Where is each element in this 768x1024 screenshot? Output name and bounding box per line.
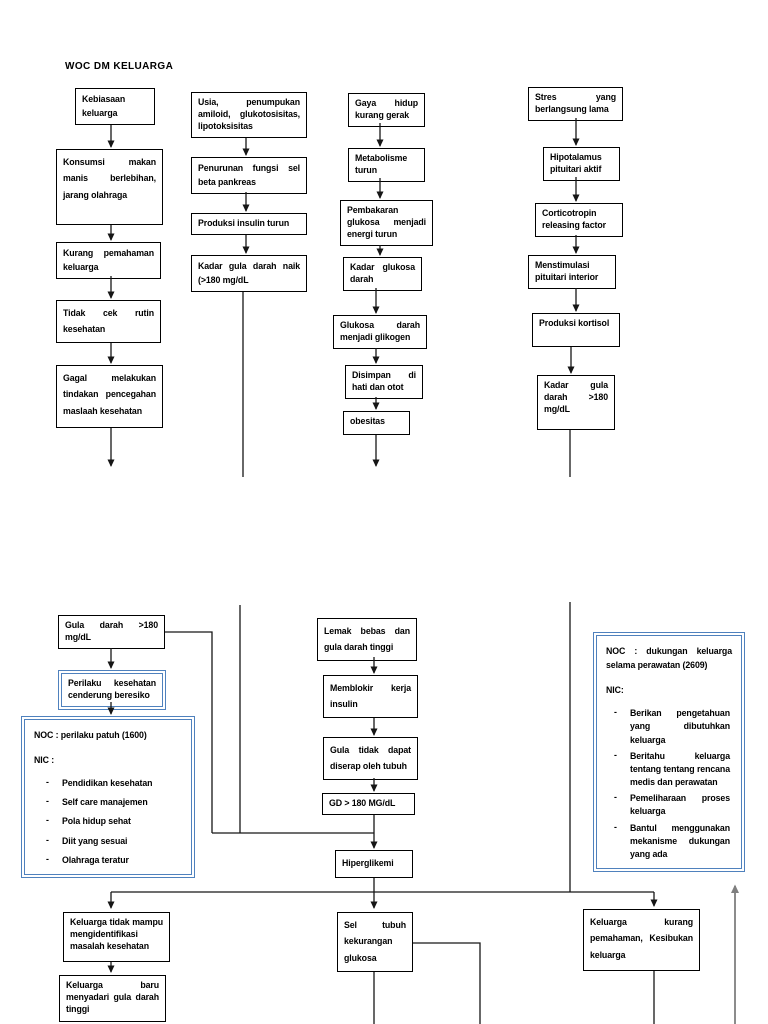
nic-left-label: NIC : [34,755,55,766]
noc-left-title: NOC : perilaku patuh (1600) [34,730,147,740]
flow-box-disimpan-hati-otot: Disimpan di hati dan otot [345,365,423,399]
nic-left-list: - Pendidikan kesehatan - Self care manaj… [34,777,182,867]
noc-box-perilaku-patuh: NOC : perilaku patuh (1600) NIC : - Pend… [21,716,195,878]
flow-box-stres-lama: Stres yang berlangsung lama [528,87,623,121]
flow-box-sel-tubuh-kekurangan: Sel tubuh kekurangan glukosa [337,912,413,972]
flow-box-hipotalamus-pituitari: Hipotalamus pituitari aktif [543,147,620,181]
flow-box-metabolisme-turun: Metabolisme turun [348,148,425,182]
nic-right-list: - Berikan pengetahuan yang dibutuhkan ke… [606,707,732,861]
dash-bullet: - [614,792,617,803]
page-title: WOC DM KELUARGA [65,61,174,72]
list-item: - Pendidikan kesehatan [34,777,182,790]
dash-bullet: - [614,707,617,718]
flow-box-kurang-pemahaman-keluarga: Kurang pemahaman keluarga [56,242,161,280]
flow-box-keluarga-kurang-pemahaman: Keluarga kurang pemahaman, Kesibukan kel… [583,909,700,971]
flow-box-kadar-gula-180: Kadar gula darah >180 mg/dL [537,375,615,430]
dash-bullet: - [46,853,49,864]
list-item: - Pola hidup sehat [34,815,182,828]
dash-bullet: - [46,815,49,826]
flow-box-produksi-kortisol: Produksi kortisol [532,313,620,347]
dash-bullet: - [46,777,49,788]
list-item: - Diit yang sesuai [34,835,182,848]
list-item: - Bantul menggunakan mekanisme dukungan … [606,822,732,862]
list-item: - Pemeliharaan proses keluarga [606,792,732,818]
list-item: - Olahraga teratur [34,854,182,867]
list-item: - Self care manajemen [34,796,182,809]
flow-box-menstimulasi-pituitari: Menstimulasi pituitari interior [528,255,616,289]
flow-box-gula-tidak-diserap: Gula tidak dapat diserap oleh tubuh [323,737,418,780]
flow-box-perilaku-kesehatan-beresiko: Perilaku kesehatan cenderung beresiko [58,670,166,710]
flow-box-keluarga-tidak-mampu: Keluarga tidak mampu mengidentifikasi ma… [63,912,170,962]
flow-box-corticotropin: Corticotropin releasing factor [535,203,623,237]
flow-box-gula-darah-180: Gula darah >180 mg/dL [58,615,165,649]
nic-right-label: NIC: [606,685,624,696]
flow-box-lemak-bebas: Lemak bebas dan gula darah tinggi [317,618,417,661]
noc-box-dukungan-keluarga: NOC : dukungan keluarga selama perawatan… [593,632,745,872]
flow-box-keluarga-baru-menyadari: Keluarga baru menyadari gula darah tingg… [59,975,166,1022]
flow-box-produksi-insulin-turun: Produksi insulin turun [191,213,307,235]
flow-box-usia-amiloid: Usia, penumpukan amiloid, glukotosisitas… [191,92,307,138]
flow-box-konsumsi-makan-manis: Konsumsi makan manis berlebihan, jarang … [56,149,163,225]
flow-box-gd-180: GD > 180 MG/dL [322,793,415,815]
dash-bullet: - [614,821,617,832]
flow-box-gagal-pencegahan: Gagal melakukan tindakan pencegahan masl… [56,365,163,428]
flow-box-kebiasaan-keluarga: Kebiasaan keluarga [75,88,155,126]
flow-box-penurunan-fungsi-sel-beta: Penurunan fungsi sel beta pankreas [191,157,307,195]
dash-bullet: - [46,834,49,845]
flow-box-hiperglikemi: Hiperglikemi [335,850,413,878]
dash-bullet: - [614,749,617,760]
flow-box-kadar-gula-naik: Kadar gula darah naik (>180 mg/dL [191,255,307,293]
dash-bullet: - [46,796,49,807]
flow-box-gaya-hidup: Gaya hidup kurang gerak [348,93,425,127]
flow-box-glukosa-jadi-glikogen: Glukosa darah menjadi glikogen [333,315,427,349]
noc-right-title: NOC : dukungan keluarga selama perawatan… [606,646,732,671]
list-item: - Beritahu keluarga tentang tentang renc… [606,750,732,790]
flow-box-tidak-cek-rutin: Tidak cek rutin kesehatan [56,300,161,343]
flow-box-memblokir-insulin: Memblokir kerja insulin [323,675,418,718]
list-item: - Berikan pengetahuan yang dibutuhkan ke… [606,707,732,747]
flow-box-pembakaran-glukosa: Pembakaran glukosa menjadi energi turun [340,200,433,246]
flow-box-obesitas: obesitas [343,411,410,435]
flow-box-kadar-glukosa-darah: Kadar glukosa darah [343,257,422,291]
